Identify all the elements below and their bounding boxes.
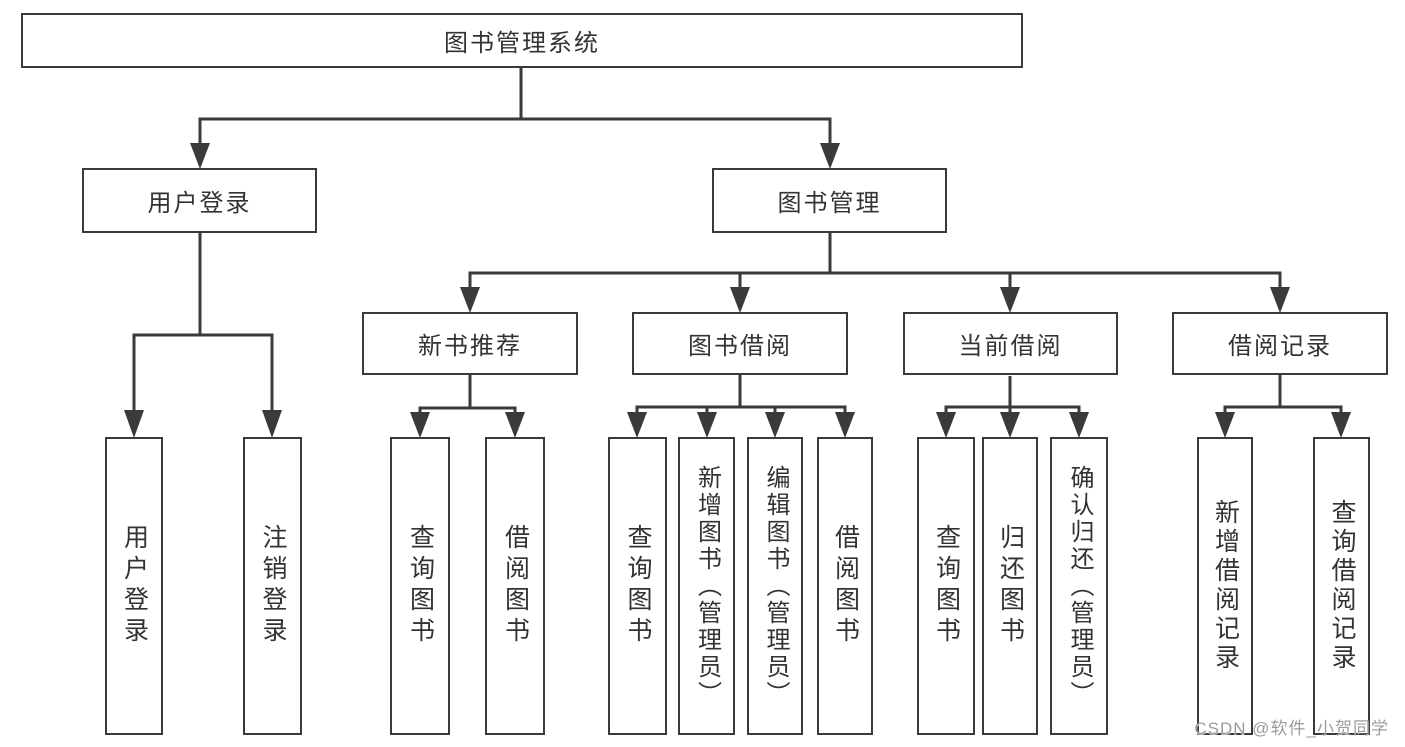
leaf-return-book: 归还图书 (982, 437, 1038, 735)
leaf-user-login-label: 用户登录 (120, 524, 149, 648)
leaf-recommend-query-book-label: 查询图书 (406, 524, 435, 648)
leaf-borrow-edit-book-admin: 编辑图书（管理员） (747, 437, 803, 735)
leaf-current-query-book-label: 查询图书 (932, 524, 961, 648)
leaf-query-borrow-record-label: 查询借阅记录 (1328, 499, 1356, 673)
leaf-logout: 注销登录 (243, 437, 302, 735)
node-book-borrow-label: 图书借阅 (688, 333, 792, 360)
leaf-query-borrow-record: 查询借阅记录 (1313, 437, 1370, 735)
leaf-borrow-add-book-admin-label: 新增图书（管理员） (693, 464, 721, 708)
node-borrow-records-label: 借阅记录 (1228, 333, 1332, 360)
node-current-borrow-label: 当前借阅 (958, 333, 1063, 360)
node-new-book-recommend-label: 新书推荐 (418, 333, 522, 360)
leaf-borrow-add-book-admin: 新增图书（管理员） (678, 437, 735, 735)
node-new-book-recommend: 新书推荐 (362, 312, 578, 375)
leaf-user-login: 用户登录 (105, 437, 163, 735)
leaf-confirm-return-admin-label: 确认归还（管理员） (1066, 464, 1093, 708)
leaf-current-query-book: 查询图书 (917, 437, 975, 735)
node-root-label: 图书管理系统 (444, 30, 600, 57)
leaf-borrow-borrow-book-label: 借阅图书 (831, 524, 860, 648)
node-book-management-label: 图书管理 (777, 190, 882, 217)
leaf-add-borrow-record: 新增借阅记录 (1197, 437, 1253, 735)
watermark-text: CSDN @软件_小贺同学 (1194, 719, 1389, 738)
leaf-return-book-label: 归还图书 (996, 524, 1025, 648)
leaf-logout-label: 注销登录 (259, 524, 287, 648)
node-user-login-label: 用户登录 (147, 190, 252, 217)
leaf-borrow-query-book-label: 查询图书 (624, 524, 652, 648)
leaf-confirm-return-admin: 确认归还（管理员） (1050, 437, 1108, 735)
node-current-borrow: 当前借阅 (903, 312, 1118, 375)
leaf-borrow-edit-book-admin-label: 编辑图书（管理员） (762, 464, 789, 708)
leaf-add-borrow-record-label: 新增借阅记录 (1211, 499, 1240, 673)
leaf-borrow-query-book: 查询图书 (608, 437, 667, 735)
node-user-login: 用户登录 (82, 168, 317, 233)
leaf-recommend-borrow-book-label: 借阅图书 (501, 524, 530, 648)
node-book-management: 图书管理 (712, 168, 947, 233)
leaf-recommend-query-book: 查询图书 (390, 437, 450, 735)
leaf-recommend-borrow-book: 借阅图书 (485, 437, 545, 735)
node-root: 图书管理系统 (21, 13, 1023, 68)
leaf-borrow-borrow-book: 借阅图书 (817, 437, 873, 735)
node-book-borrow: 图书借阅 (632, 312, 848, 375)
node-borrow-records: 借阅记录 (1172, 312, 1388, 375)
